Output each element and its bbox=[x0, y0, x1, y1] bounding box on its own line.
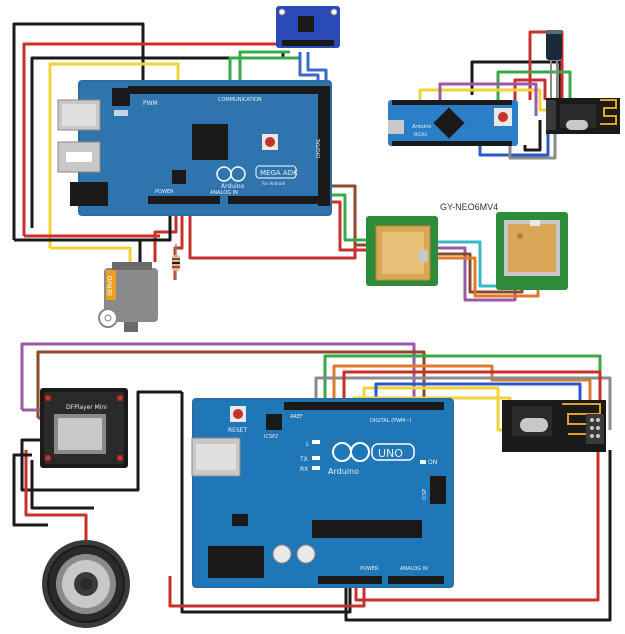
uno-l-label: L bbox=[306, 441, 310, 448]
wire bbox=[330, 193, 370, 242]
bottom-wires bbox=[12, 342, 612, 622]
nrf-module-top bbox=[546, 98, 620, 134]
wire bbox=[418, 88, 548, 112]
gps-module-main bbox=[366, 216, 438, 286]
mega-model: MEGA ADK bbox=[260, 169, 298, 177]
uno-model: UNO bbox=[378, 447, 403, 460]
wire bbox=[470, 60, 562, 100]
servo-motor: SERVO bbox=[98, 262, 158, 332]
uno-logo: Arduino bbox=[328, 442, 370, 476]
mega-power-label: POWER bbox=[155, 189, 174, 195]
arduino-uno: RESET ICSP2 DIGITAL (PWM~) AREF L TX RX … bbox=[191, 398, 454, 588]
wire bbox=[153, 205, 178, 262]
capacitor bbox=[546, 30, 562, 100]
micro-brand: Arduino bbox=[412, 124, 431, 130]
servo-label: SERVO bbox=[107, 276, 114, 296]
wire bbox=[238, 50, 290, 80]
wire bbox=[30, 460, 94, 510]
wire bbox=[306, 52, 328, 86]
wire bbox=[180, 392, 352, 614]
dfplayer-mini: DFPlayer Mini bbox=[40, 388, 128, 468]
mega-comm-label: COMMUNICATION bbox=[218, 97, 262, 103]
wire bbox=[20, 390, 182, 492]
wire bbox=[508, 130, 557, 160]
wire bbox=[330, 200, 370, 252]
wire bbox=[30, 52, 285, 228]
wire bbox=[12, 22, 145, 240]
uno-tx-label: TX bbox=[299, 456, 308, 463]
uno-rx-label: RX bbox=[300, 466, 308, 473]
wire bbox=[432, 256, 540, 298]
wire bbox=[50, 246, 132, 262]
arduino-micro: Arduino MICRO bbox=[388, 100, 518, 146]
wire bbox=[168, 576, 366, 608]
uno-icsp2-label: ICSP2 bbox=[264, 434, 278, 440]
wire bbox=[24, 450, 88, 540]
uno-brand: Arduino bbox=[328, 467, 359, 476]
wire bbox=[344, 450, 612, 622]
micro-model: MICRO bbox=[414, 132, 427, 137]
wire bbox=[314, 376, 612, 430]
top-wires bbox=[12, 22, 572, 302]
mega-logo: Arduino bbox=[216, 166, 246, 190]
mega-analog-label: ANALOG IN bbox=[210, 190, 238, 196]
uno-aref-label: AREF bbox=[290, 414, 303, 420]
uno-on-label: ON bbox=[428, 459, 437, 466]
uno-icsp-label: ICSP bbox=[422, 489, 428, 500]
dfplayer-label: DFPlayer Mini bbox=[66, 404, 107, 411]
wire bbox=[438, 82, 538, 116]
mega-brand: Arduino bbox=[221, 183, 245, 190]
nrf-module-bottom bbox=[502, 400, 606, 452]
wire bbox=[432, 252, 524, 294]
wire bbox=[228, 56, 300, 85]
mega-pwm-label: PWM bbox=[143, 100, 158, 107]
gps-module-antenna bbox=[496, 212, 568, 290]
uno-analog-label: ANALOG IN bbox=[400, 566, 428, 572]
uno-power-label: POWER bbox=[360, 566, 379, 572]
wire bbox=[523, 120, 542, 152]
wire bbox=[478, 125, 550, 157]
wire bbox=[48, 62, 180, 248]
uno-digital-label: DIGITAL (PWM~) bbox=[370, 418, 412, 424]
wire bbox=[354, 450, 600, 602]
mega-sub: For Android bbox=[262, 181, 285, 186]
mega-digital-label: DIGITAL bbox=[316, 138, 322, 158]
resistor bbox=[172, 244, 180, 280]
sensor-module bbox=[276, 6, 340, 48]
gps-title: GY-NEO6MV4 bbox=[440, 202, 498, 212]
arduino-mega: PWM COMMUNICATION ANALOG IN POWER Arduin… bbox=[57, 80, 332, 216]
speaker bbox=[42, 540, 130, 628]
wire bbox=[330, 184, 370, 247]
wire bbox=[20, 342, 416, 410]
uno-reset-label: RESET bbox=[228, 427, 248, 434]
wire bbox=[12, 453, 48, 527]
